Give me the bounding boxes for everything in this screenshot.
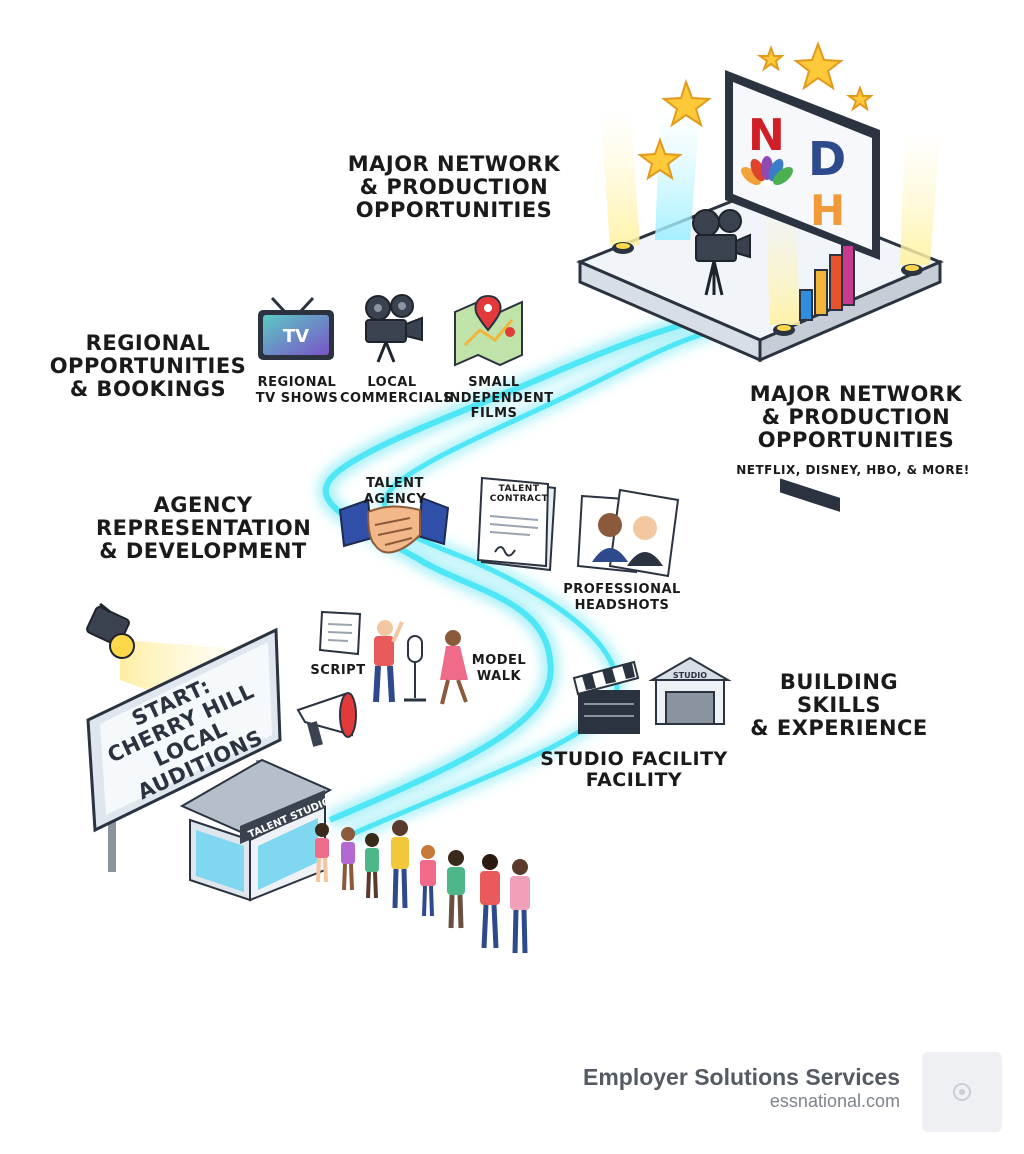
peacock-logo [741, 156, 793, 187]
brand-logo-icon [953, 1083, 971, 1101]
brand-url: essnational.com [769, 1091, 900, 1111]
handshake-icon [338, 496, 450, 554]
item-local-commercials: LOCAL COMMERCIALS [340, 375, 453, 406]
logo-h: H [810, 186, 845, 235]
stage-building-skills: BUILDING SKILLS & EXPERIENCE [750, 670, 928, 741]
logo-d: D [808, 132, 846, 186]
headshots-icon [576, 488, 680, 578]
logo-n: N [748, 110, 785, 161]
stars-decoration [637, 41, 874, 181]
film-camera-icon [692, 209, 751, 296]
stage-major-network-right: MAJOR NETWORK & PRODUCTION OPPORTUNITIES [749, 382, 963, 453]
performer-figure [373, 620, 404, 703]
item-model-walk: MODEL WALK [471, 653, 527, 684]
growth-bars-icon [799, 244, 855, 321]
item-regional-tv: REGIONAL TV SHOWS [255, 375, 339, 406]
script-icon [318, 610, 362, 656]
stage-studio-facility: STUDIO FACILITY FACILITY [540, 748, 728, 791]
studio-sign: STUDIO [673, 671, 707, 680]
tv-icon-label: TV [283, 326, 309, 347]
stage-major-network-sub: NETFLIX, DISNEY, HBO, & MORE! [736, 463, 970, 477]
map-pin-icon [454, 294, 523, 367]
item-talent-contract: TALENT CONTRACT [489, 484, 549, 504]
item-headshots: PROFESSIONAL HEADSHOTS [563, 582, 681, 613]
brand-name: Employer Solutions Services [582, 1064, 900, 1090]
brand-logo-placeholder [922, 1052, 1002, 1132]
talent-studio-building: TALENT STUDIO [179, 758, 332, 902]
item-talent-agency: TALENT AGENCY [363, 476, 427, 507]
start-billboard [86, 627, 282, 872]
stage-agency: AGENCY REPRESENTATION & DEVELOPMENT [96, 493, 312, 564]
item-script: SCRIPT [310, 663, 366, 678]
megaphone-icon [296, 692, 357, 747]
studio-building-icon: STUDIO [648, 656, 732, 725]
network-monitor [725, 70, 880, 512]
network-logos: N D H [741, 110, 846, 235]
commercial-camera-icon [365, 294, 423, 363]
stage-major-network-top: MAJOR NETWORK & PRODUCTION OPPORTUNITIES [347, 152, 561, 223]
stage-regional: REGIONAL OPPORTUNITIES & BOOKINGS [49, 331, 247, 402]
tv-icon: TV [258, 296, 334, 360]
clapperboard-icon [572, 660, 640, 734]
microphone-icon [404, 635, 426, 702]
audition-queue [315, 820, 530, 954]
model-figure [440, 630, 468, 705]
talent-contract-icon [476, 476, 557, 572]
item-small-films: SMALL INDEPENDENT FILMS [444, 375, 554, 422]
